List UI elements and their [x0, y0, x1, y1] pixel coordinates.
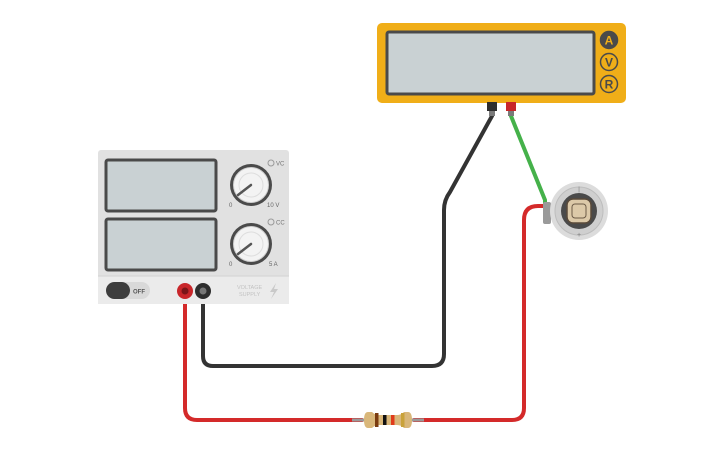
vc-indicator-icon	[267, 159, 275, 167]
voltage-display	[104, 158, 218, 213]
cc-indicator-label: CC	[276, 221, 285, 227]
mode-button-a-label: A	[605, 34, 614, 48]
resistor-band-2	[383, 415, 387, 425]
voltage-knob[interactable]	[230, 164, 272, 206]
current-knob-pointer	[236, 242, 253, 256]
mode-button-r[interactable]: R	[599, 74, 619, 94]
brand-line-1: VOLTAGE	[237, 285, 262, 291]
lightning-bolt-icon	[270, 283, 278, 299]
wire-red[interactable]	[183, 290, 364, 422]
resistor-bands	[375, 413, 405, 427]
power-switch-label: OFF	[133, 290, 145, 296]
current-min-label: 0	[229, 262, 233, 268]
photoresistor-sensor	[566, 198, 592, 224]
cc-indicator-icon	[267, 218, 275, 226]
supply-negative-terminal[interactable]	[195, 283, 211, 299]
resistor-body	[364, 412, 412, 428]
current-display	[104, 217, 218, 272]
mode-button-a[interactable]: A	[599, 30, 619, 50]
photoresistor-mark-bottom: +	[577, 232, 581, 239]
current-max-label: 5 A	[269, 262, 278, 268]
multimeter-positive-terminal[interactable]	[506, 102, 516, 116]
wire-black[interactable]	[201, 114, 494, 368]
voltage-max-label: 10 V	[267, 203, 279, 209]
mode-button-v-label: V	[605, 56, 613, 70]
multimeter[interactable]: A V R	[377, 23, 626, 116]
brand-line-2: SUPPLY	[239, 292, 261, 298]
wire-green[interactable]	[509, 114, 547, 220]
supply-positive-terminal[interactable]	[177, 283, 193, 299]
voltage-min-label: 0	[229, 203, 233, 209]
vc-indicator-label: VC	[276, 162, 285, 168]
multimeter-com-terminal[interactable]	[487, 102, 497, 116]
voltage-knob-pointer	[236, 183, 253, 197]
photoresistor-leads	[543, 202, 551, 224]
mode-button-v[interactable]: V	[599, 52, 619, 72]
power-supply[interactable]: VC 0 10 V CC 0 5 A OFF VOLTAGE	[98, 150, 289, 304]
resistor-band-4	[401, 413, 405, 427]
photoresistor[interactable]: | +	[543, 182, 608, 240]
multimeter-display	[385, 30, 596, 96]
resistor-band-3	[391, 415, 395, 425]
power-switch[interactable]: OFF	[106, 282, 150, 299]
resistor[interactable]	[352, 412, 424, 428]
current-knob[interactable]	[230, 223, 272, 265]
photoresistor-mark-top: |	[578, 187, 580, 193]
wire-red-2[interactable]	[412, 204, 550, 422]
mode-button-r-label: R	[605, 78, 614, 92]
resistor-band-1	[375, 413, 379, 427]
power-switch-knob	[106, 282, 130, 299]
